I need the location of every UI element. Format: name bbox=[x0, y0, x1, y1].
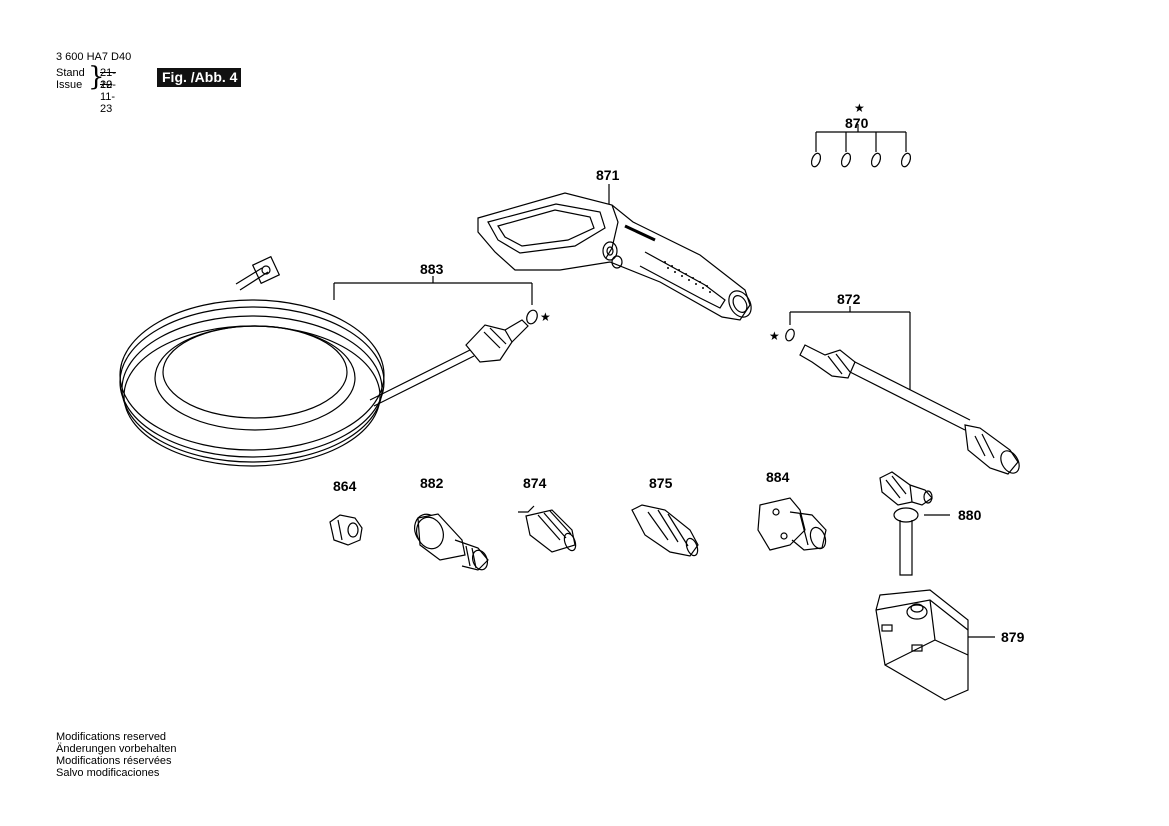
part-number-875: 875 bbox=[649, 475, 673, 491]
part-number-879: 879 bbox=[1001, 629, 1025, 645]
brace-glyph: } bbox=[88, 62, 105, 92]
footer-line-fr: Modifications réservées bbox=[56, 755, 172, 767]
part-883-hose bbox=[119, 255, 538, 467]
part-864-clip bbox=[329, 514, 363, 546]
footer-line-es: Salvo modificaciones bbox=[56, 767, 160, 779]
star-marker-883: ★ bbox=[540, 310, 551, 324]
part-884-coupler bbox=[757, 497, 827, 551]
part-number-882: 882 bbox=[420, 475, 444, 491]
footer-line-en: Modifications reserved bbox=[56, 731, 167, 743]
stand-label: Stand bbox=[56, 67, 85, 79]
figure-label: Fig. /Abb. 4 bbox=[157, 68, 242, 87]
part-874-nozzle bbox=[518, 505, 577, 553]
star-marker-870: ★ bbox=[854, 101, 865, 115]
part-number-884: 884 bbox=[766, 469, 790, 485]
footer-notes: Modifications reserved Änderungen vorbeh… bbox=[56, 731, 176, 779]
part-number-880: 880 bbox=[958, 507, 982, 523]
stand-value: 21-10 bbox=[100, 67, 116, 91]
part-number-864: 864 bbox=[333, 478, 357, 494]
issue-value: 22-11-23 bbox=[100, 79, 116, 115]
footer-line-de: Änderungen vorbehalten bbox=[56, 743, 177, 755]
part-875-rotary-nozzle bbox=[631, 504, 699, 557]
part-number-872: 872 bbox=[837, 291, 861, 307]
part-number-871: 871 bbox=[596, 167, 620, 183]
part-872-lance bbox=[785, 306, 1020, 475]
star-marker-872: ★ bbox=[769, 329, 780, 343]
document-number: 3 600 HA7 D40 bbox=[56, 51, 132, 63]
part-871-spray-gun bbox=[477, 184, 752, 321]
issue-label: Issue bbox=[56, 79, 83, 91]
part-879-detergent-tank bbox=[875, 589, 995, 701]
part-870-orings bbox=[810, 124, 912, 168]
part-number-874: 874 bbox=[523, 475, 547, 491]
part-882-adapter bbox=[414, 513, 489, 571]
part-880-detergent-nozzle bbox=[879, 471, 950, 576]
part-number-870: 870 bbox=[845, 115, 869, 131]
part-number-883: 883 bbox=[420, 261, 444, 277]
